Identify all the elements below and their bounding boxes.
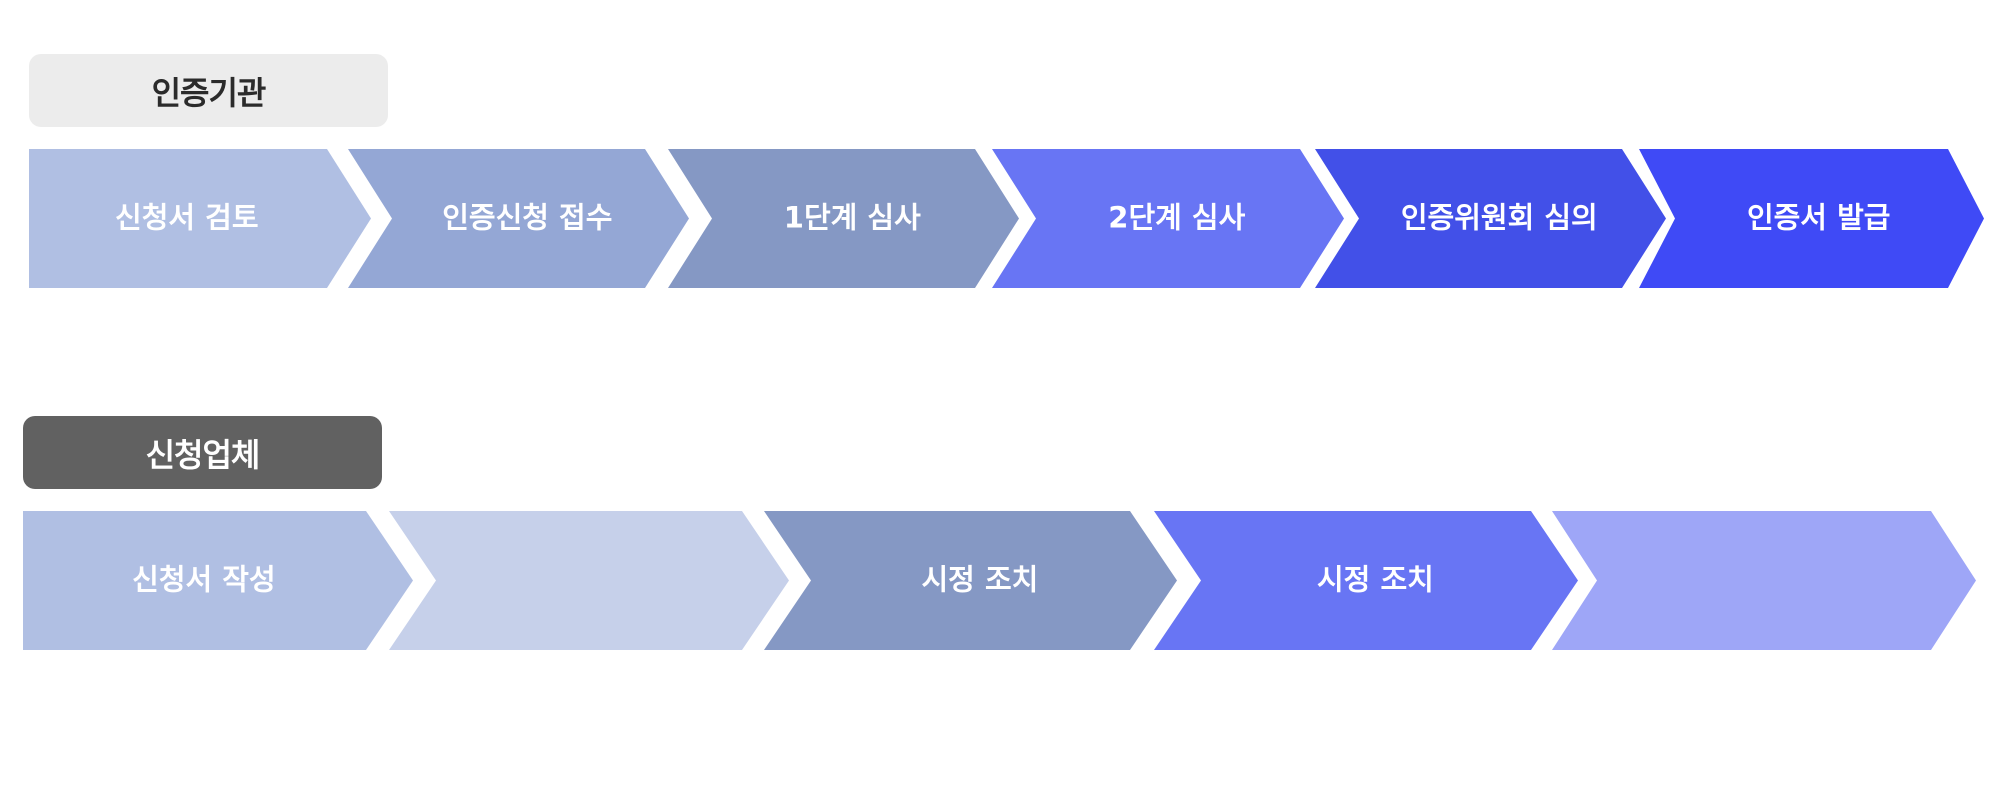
agency-step-6: 인증서 발급 — [1639, 149, 1984, 288]
agency-step-1-label: 신청서 검토 — [115, 201, 259, 235]
agency-step-4: 2단계 심사 — [992, 149, 1344, 288]
applicant-step-2-arrow — [389, 511, 789, 650]
agency-step-6-label: 인증서 발급 — [1747, 201, 1891, 235]
agency-step-5-arrow — [1315, 149, 1666, 288]
agency-step-3-label: 1단계 심사 — [784, 201, 921, 235]
agency-step-3-arrow — [668, 149, 1019, 288]
applicant-step-2 — [389, 511, 789, 650]
applicant-step-3-label: 시정 조치 — [921, 563, 1038, 597]
applicant-step-1-label: 신청서 작성 — [132, 563, 276, 597]
applicant-step-4-label: 시정 조치 — [1317, 563, 1434, 597]
agency-step-1: 신청서 검토 — [29, 149, 371, 288]
agency-step-3: 1단계 심사 — [668, 149, 1019, 288]
applicant-step-4-arrow — [1154, 511, 1578, 650]
applicant-step-1: 신청서 작성 — [23, 511, 413, 650]
agency-step-4-arrow — [992, 149, 1344, 288]
applicant-step-5-arrow — [1552, 511, 1976, 650]
agency-step-5-label: 인증위원회 심의 — [1401, 201, 1598, 235]
agency-header: 인증기관 — [29, 54, 388, 127]
applicant-step-5 — [1552, 511, 1976, 650]
applicant-step-3: 시정 조치 — [764, 511, 1177, 650]
agency-step-2-label: 인증신청 접수 — [442, 201, 612, 235]
applicant-header: 신청업체 — [23, 416, 382, 489]
applicant-step-4: 시정 조치 — [1154, 511, 1578, 650]
agency-step-4-label: 2단계 심사 — [1108, 201, 1245, 235]
applicant-step-3-arrow — [764, 511, 1177, 650]
agency-step-1-arrow — [29, 149, 371, 288]
agency-step-2: 인증신청 접수 — [348, 149, 689, 288]
agency-step-2-arrow — [348, 149, 689, 288]
applicant-step-1-arrow — [23, 511, 413, 650]
agency-step-6-arrow — [1639, 149, 1984, 288]
agency-step-5: 인증위원회 심의 — [1315, 149, 1666, 288]
